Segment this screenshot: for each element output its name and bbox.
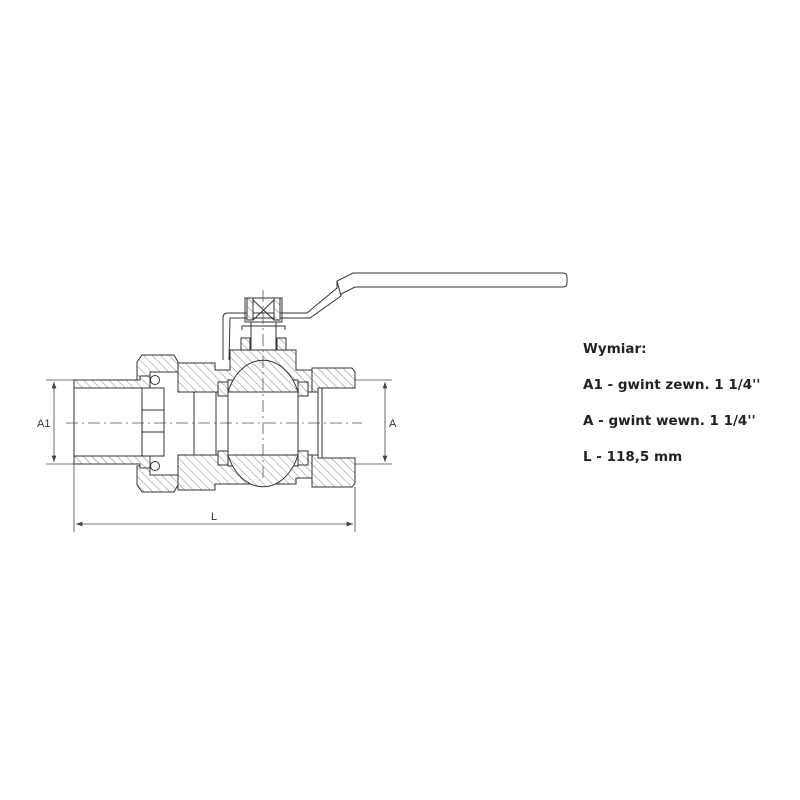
dimension-label-a1: A1 (37, 418, 50, 430)
dimension-a: A (355, 379, 397, 465)
dimension-label-a: A (389, 418, 397, 430)
handle-lever (222, 272, 568, 361)
dimension-label-l: L (211, 511, 217, 523)
male-tailpiece (73, 375, 165, 469)
dimension-specs: Wymiar: A1 - gwint zewn. 1 1/4'' A - gwi… (583, 340, 760, 484)
spec-a: A - gwint wewn. 1 1/4'' (583, 413, 756, 429)
dimension-l: L (73, 464, 356, 532)
specs-title: Wymiar: (583, 341, 647, 357)
union-nut (136, 354, 179, 493)
spec-a1: A1 - gwint zewn. 1 1/4'' (583, 377, 761, 393)
dimension-a1: A1 (37, 379, 74, 465)
female-end (311, 367, 356, 488)
spec-l: L - 118,5 mm (583, 449, 683, 465)
